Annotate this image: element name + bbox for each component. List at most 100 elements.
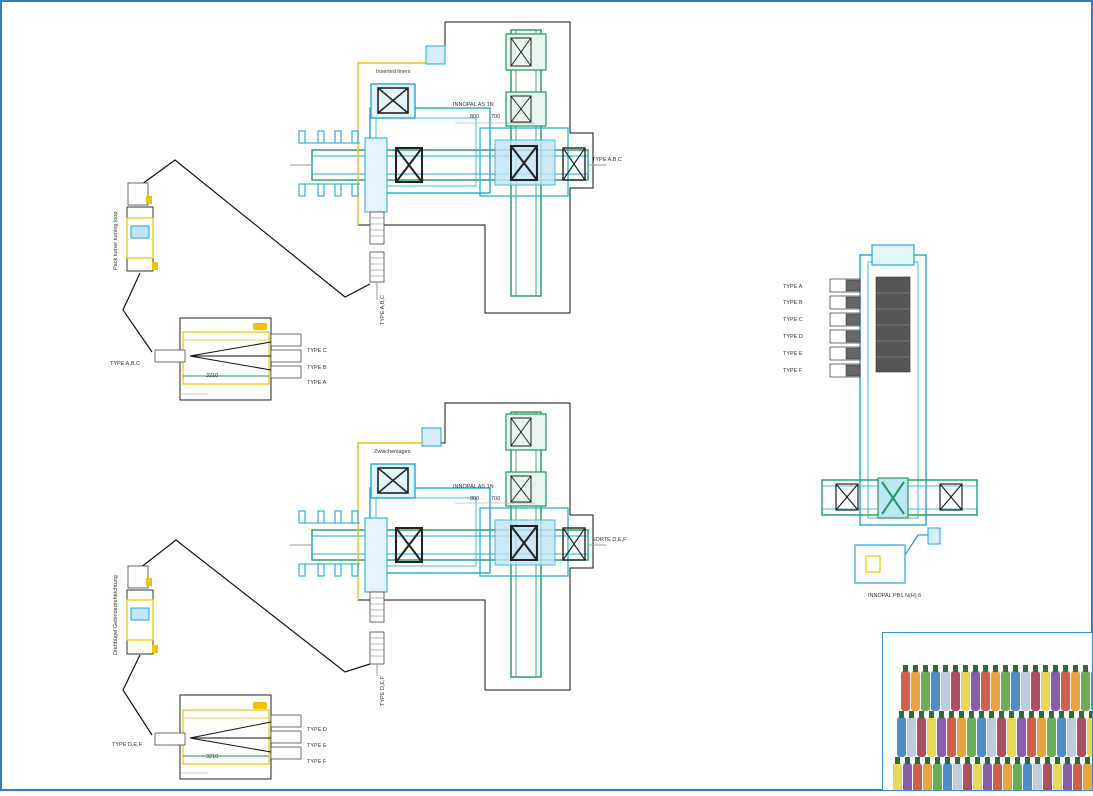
bottle-pack-item bbox=[1017, 717, 1026, 757]
bottle-cap-item bbox=[969, 711, 974, 718]
bottle-cap-item bbox=[959, 711, 964, 718]
upper-sorter-output-3: TYPE A bbox=[307, 380, 327, 386]
bottle-cap-item bbox=[1049, 711, 1054, 718]
bottle-pack-item bbox=[1067, 717, 1076, 757]
bottle-pack-item bbox=[953, 763, 962, 790]
bottle-cap-item bbox=[899, 711, 904, 718]
bottle-cap-item bbox=[1023, 665, 1028, 672]
bottle-cap-item bbox=[983, 665, 988, 672]
bottle-cap-item bbox=[1009, 711, 1014, 718]
bottle-pack-item bbox=[957, 717, 966, 757]
bottle-cap-item bbox=[1015, 757, 1020, 764]
lower-sorter-dimension: 3210 bbox=[206, 754, 218, 760]
bottle-cap-item bbox=[1039, 711, 1044, 718]
lower-dim-a: 800 bbox=[470, 496, 479, 502]
bottle-cap-item bbox=[1073, 665, 1078, 672]
bottle-pack-item bbox=[1007, 717, 1016, 757]
lower-pack-turner bbox=[126, 565, 158, 655]
bottle-pack-item bbox=[1037, 717, 1046, 757]
bottle-pack-item bbox=[1051, 671, 1060, 711]
bottle-cap-item bbox=[985, 757, 990, 764]
palletized-bottle-packs-photo bbox=[882, 632, 1093, 791]
bottle-pack-item bbox=[1081, 671, 1090, 711]
bottle-pack-item bbox=[943, 763, 952, 790]
upper-hall-outline bbox=[357, 21, 594, 314]
bottle-cap-item bbox=[973, 665, 978, 672]
upper-sorter-output-2: TYPE B bbox=[307, 365, 327, 371]
bottle-pack-item bbox=[931, 671, 940, 711]
upper-turning-loop bbox=[137, 159, 371, 298]
bottle-cap-item bbox=[1033, 665, 1038, 672]
bottle-cap-item bbox=[1029, 711, 1034, 718]
lower-hall-outline bbox=[357, 402, 594, 691]
bottle-cap-item bbox=[1083, 665, 1088, 672]
bottle-cap-item bbox=[993, 665, 998, 672]
bottle-pack-item bbox=[1013, 763, 1022, 790]
bottle-pack-item bbox=[977, 717, 986, 757]
right-type-6: TYPE F bbox=[783, 368, 803, 374]
bottle-cap-item bbox=[933, 665, 938, 672]
upper-loop-label: Pack turner turning loop bbox=[113, 212, 119, 270]
bottle-cap-item bbox=[945, 757, 950, 764]
bottle-cap-item bbox=[1025, 757, 1030, 764]
bottle-cap-item bbox=[989, 711, 994, 718]
bottle-pack-item bbox=[947, 717, 956, 757]
bottle-cap-item bbox=[1045, 757, 1050, 764]
bottle-cap-item bbox=[949, 711, 954, 718]
bottle-cap-item bbox=[1085, 757, 1090, 764]
bottle-pack-item bbox=[913, 763, 922, 790]
bottle-pack-item bbox=[961, 671, 970, 711]
bottle-pack-item bbox=[987, 717, 996, 757]
upper-outfeed-label: TYPE A,B,C bbox=[592, 157, 622, 163]
right-type-3: TYPE C bbox=[783, 317, 803, 323]
bottle-cap-item bbox=[909, 711, 914, 718]
bottle-cap-item bbox=[1013, 665, 1018, 672]
bottle-cap-item bbox=[935, 757, 940, 764]
bottle-pack-item bbox=[1071, 671, 1080, 711]
bottle-cap-item bbox=[975, 757, 980, 764]
bottle-pack-item bbox=[933, 763, 942, 790]
bottle-pack-item bbox=[893, 763, 902, 790]
bottle-pack-item bbox=[1033, 763, 1042, 790]
bottle-cap-item bbox=[1065, 757, 1070, 764]
bottle-pack-item bbox=[923, 763, 932, 790]
bottle-cap-item bbox=[915, 757, 920, 764]
bottle-pack-item bbox=[981, 671, 990, 711]
bottle-cap-item bbox=[1053, 665, 1058, 672]
bottle-cap-item bbox=[943, 665, 948, 672]
lower-control-cabinet bbox=[421, 427, 442, 447]
bottle-pack-item bbox=[973, 763, 982, 790]
lower-sorter-output-1: TYPE D bbox=[307, 727, 327, 733]
bottle-pack-item bbox=[991, 671, 1000, 711]
upper-sorter-dimension: 3210 bbox=[206, 373, 218, 379]
bottle-pack-item bbox=[937, 717, 946, 757]
bottle-cap-item bbox=[965, 757, 970, 764]
bottle-pack-item bbox=[997, 717, 1006, 757]
upper-sorter bbox=[154, 317, 302, 401]
bottle-pack-item bbox=[1047, 717, 1056, 757]
bottle-cap-item bbox=[1019, 711, 1024, 718]
bottle-cap-item bbox=[1063, 665, 1068, 672]
bottle-pack-item bbox=[951, 671, 960, 711]
upper-sorter-infeed-label: TYPE A,B,C bbox=[110, 361, 140, 367]
bottle-pack-item bbox=[1083, 763, 1092, 790]
bottle-pack-item bbox=[1061, 671, 1070, 711]
bottle-pack-item bbox=[1087, 717, 1092, 757]
bottle-pack-item bbox=[907, 717, 916, 757]
lower-outfeed-label: SORTE D,E,F bbox=[592, 537, 627, 543]
bottle-cap-item bbox=[1089, 711, 1092, 718]
upper-palletizing-line bbox=[122, 21, 606, 401]
bottle-pack-item bbox=[1057, 717, 1066, 757]
bottle-pack-item bbox=[917, 717, 926, 757]
bottle-cap-item bbox=[1079, 711, 1084, 718]
bottle-cap-item bbox=[913, 665, 918, 672]
bottle-cap-item bbox=[929, 711, 934, 718]
bottle-cap-item bbox=[963, 665, 968, 672]
bottle-pack-item bbox=[993, 763, 1002, 790]
upper-dim-b: 700 bbox=[491, 114, 500, 120]
bottle-cap-item bbox=[1005, 757, 1010, 764]
bottle-cap-item bbox=[895, 757, 900, 764]
bottle-pack-item bbox=[1091, 671, 1092, 711]
